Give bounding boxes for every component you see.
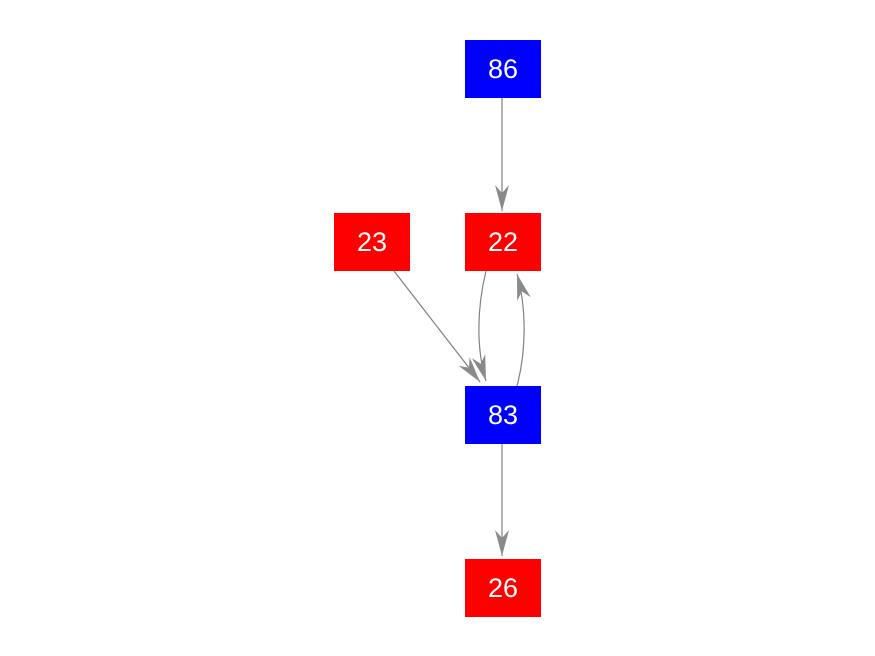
- node-label: 22: [487, 226, 519, 257]
- edge-83-to-22[interactable]: [516, 273, 531, 387]
- node-label: 83: [487, 399, 519, 430]
- graph-node-22[interactable]: 22: [465, 213, 541, 271]
- edge-23-to-83[interactable]: [393, 270, 481, 383]
- graph-node-23[interactable]: 23: [334, 213, 410, 271]
- node-label: 86: [487, 53, 519, 84]
- graph-node-26[interactable]: 26: [465, 559, 541, 617]
- graph-node-83[interactable]: 83: [465, 386, 541, 444]
- graph-node-86[interactable]: 86: [465, 40, 541, 98]
- edge-22-to-83[interactable]: [471, 270, 487, 382]
- node-label: 23: [356, 226, 388, 257]
- node-label: 26: [487, 572, 519, 603]
